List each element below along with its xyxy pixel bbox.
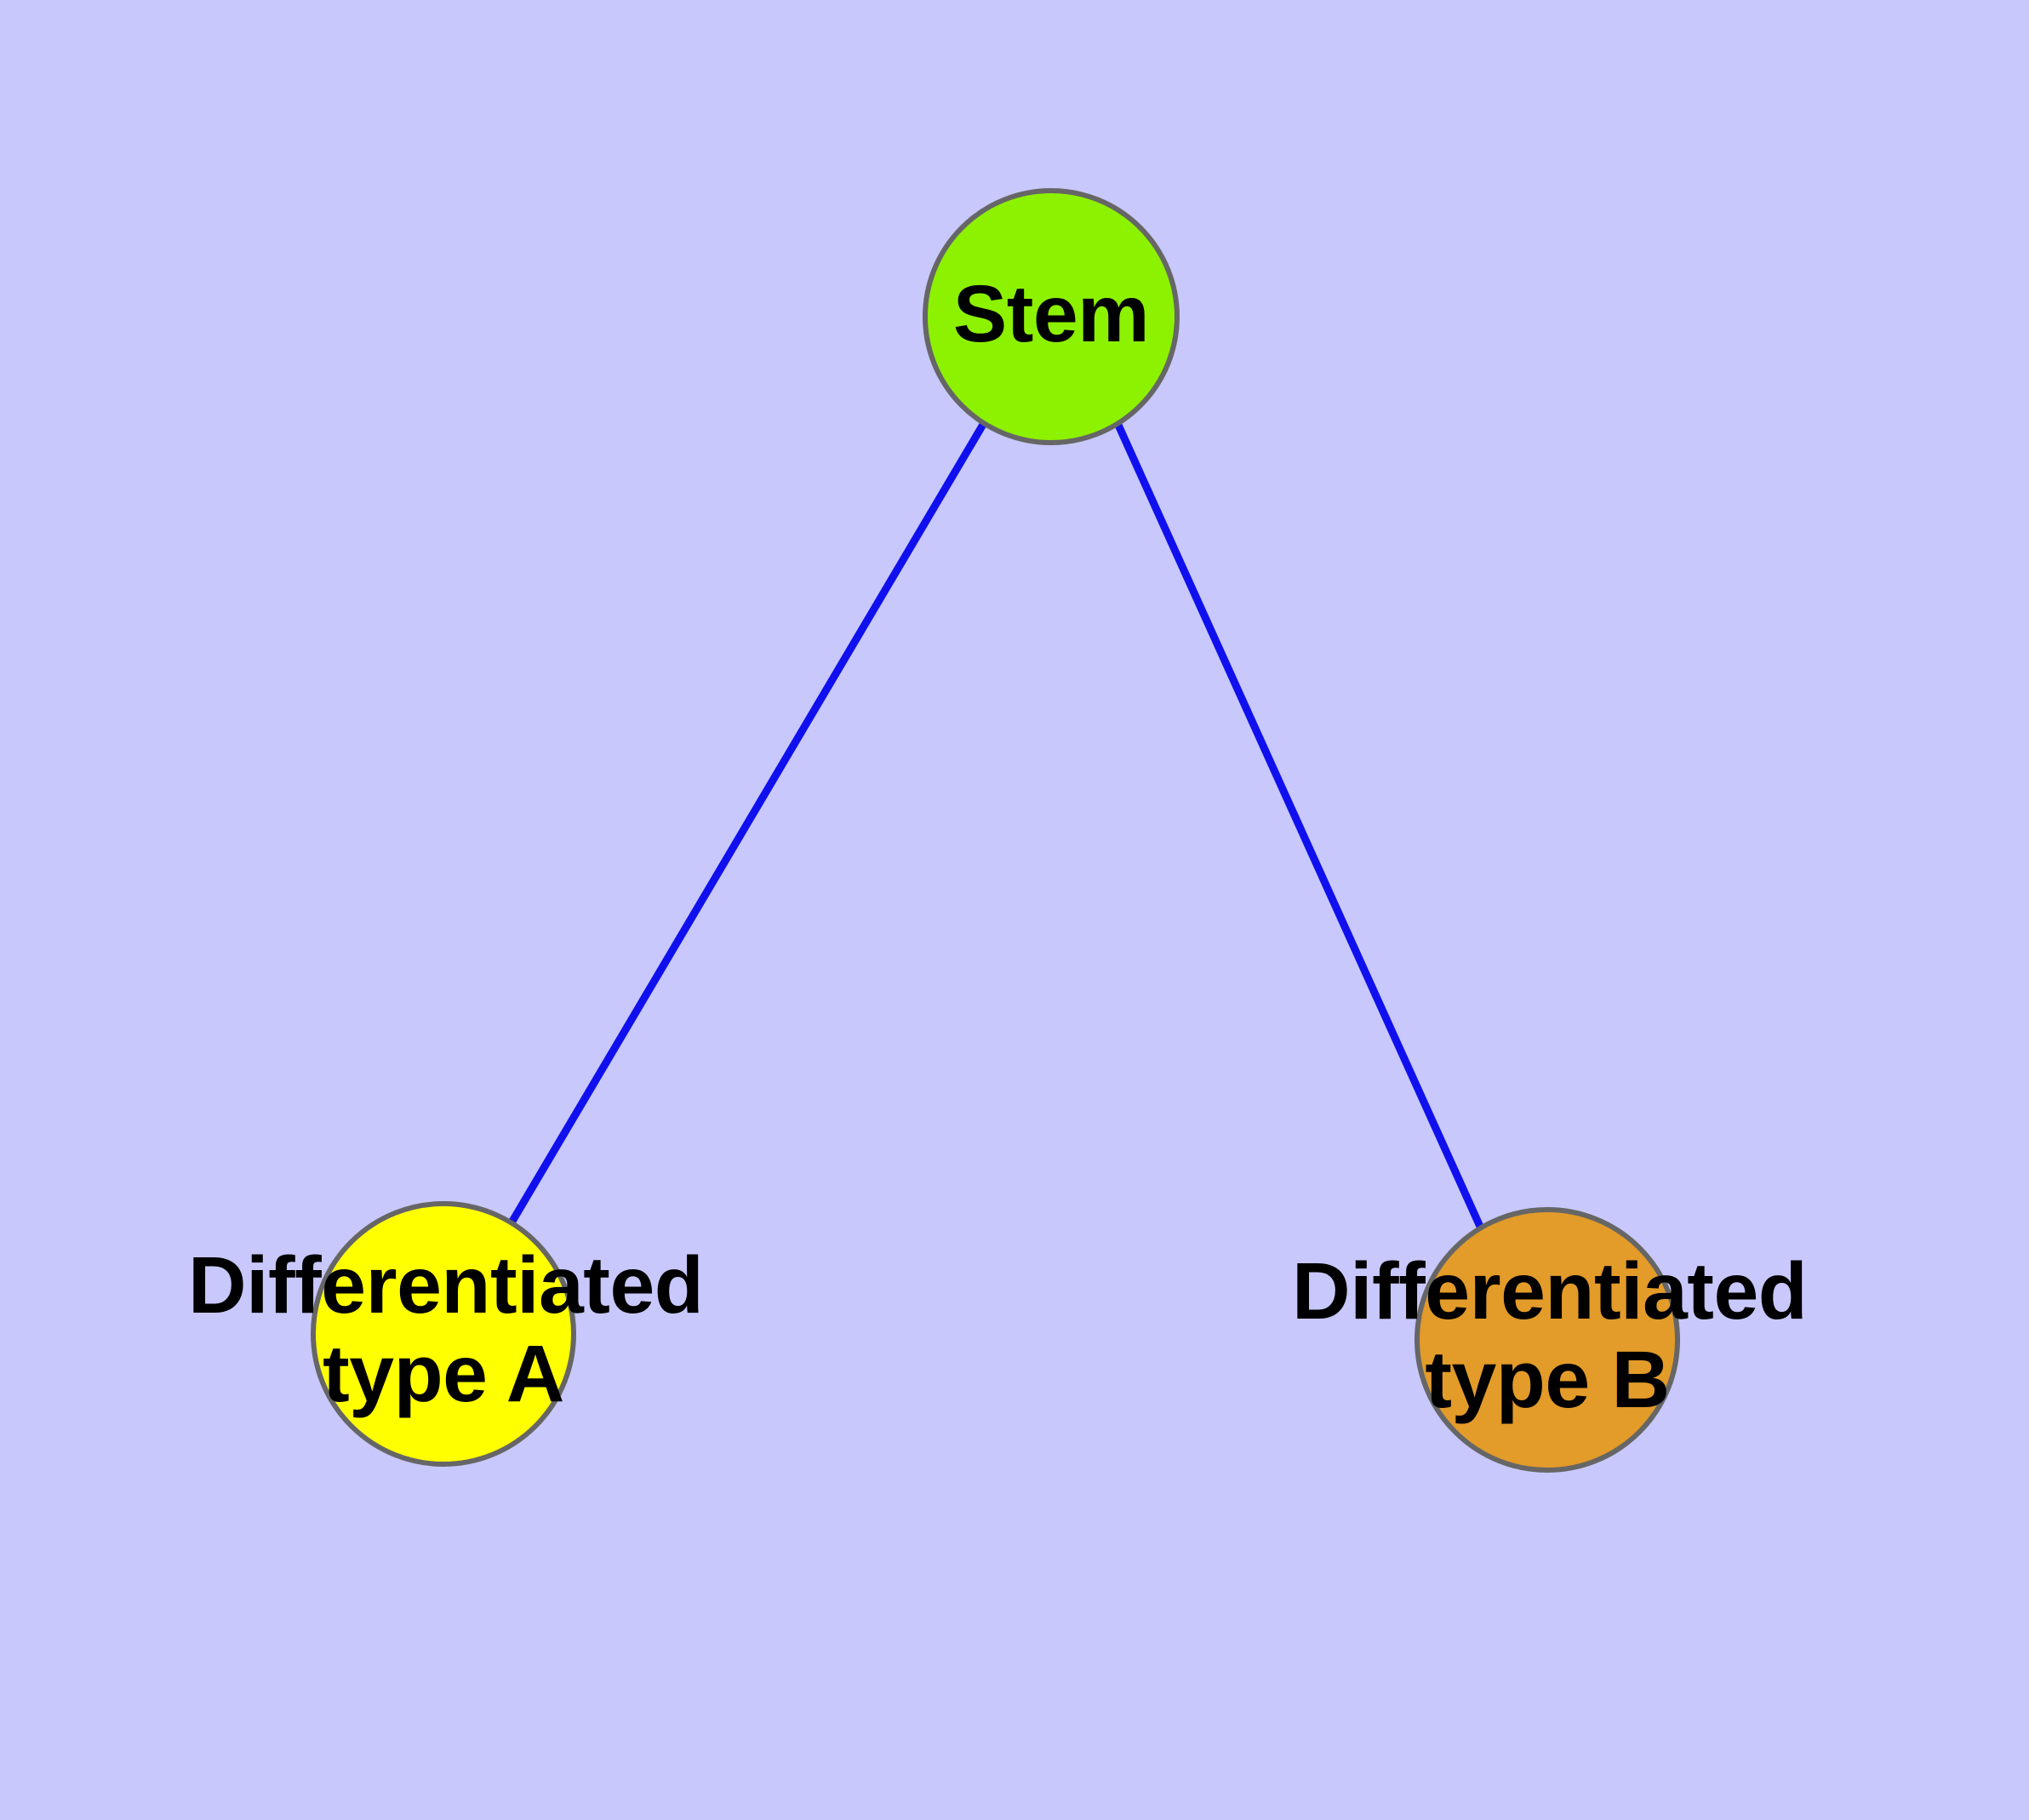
node-differentiated-type-b[interactable] [1415, 1207, 1680, 1473]
edge-stem-to-differentiated-type-a[interactable] [507, 421, 987, 1227]
node-stem[interactable] [923, 188, 1180, 445]
edge-stem-to-differentiated-type-b[interactable] [1113, 421, 1485, 1230]
node-differentiated-type-a[interactable] [311, 1201, 576, 1467]
edges-group [507, 421, 1485, 1230]
nodes-group [311, 188, 1680, 1473]
